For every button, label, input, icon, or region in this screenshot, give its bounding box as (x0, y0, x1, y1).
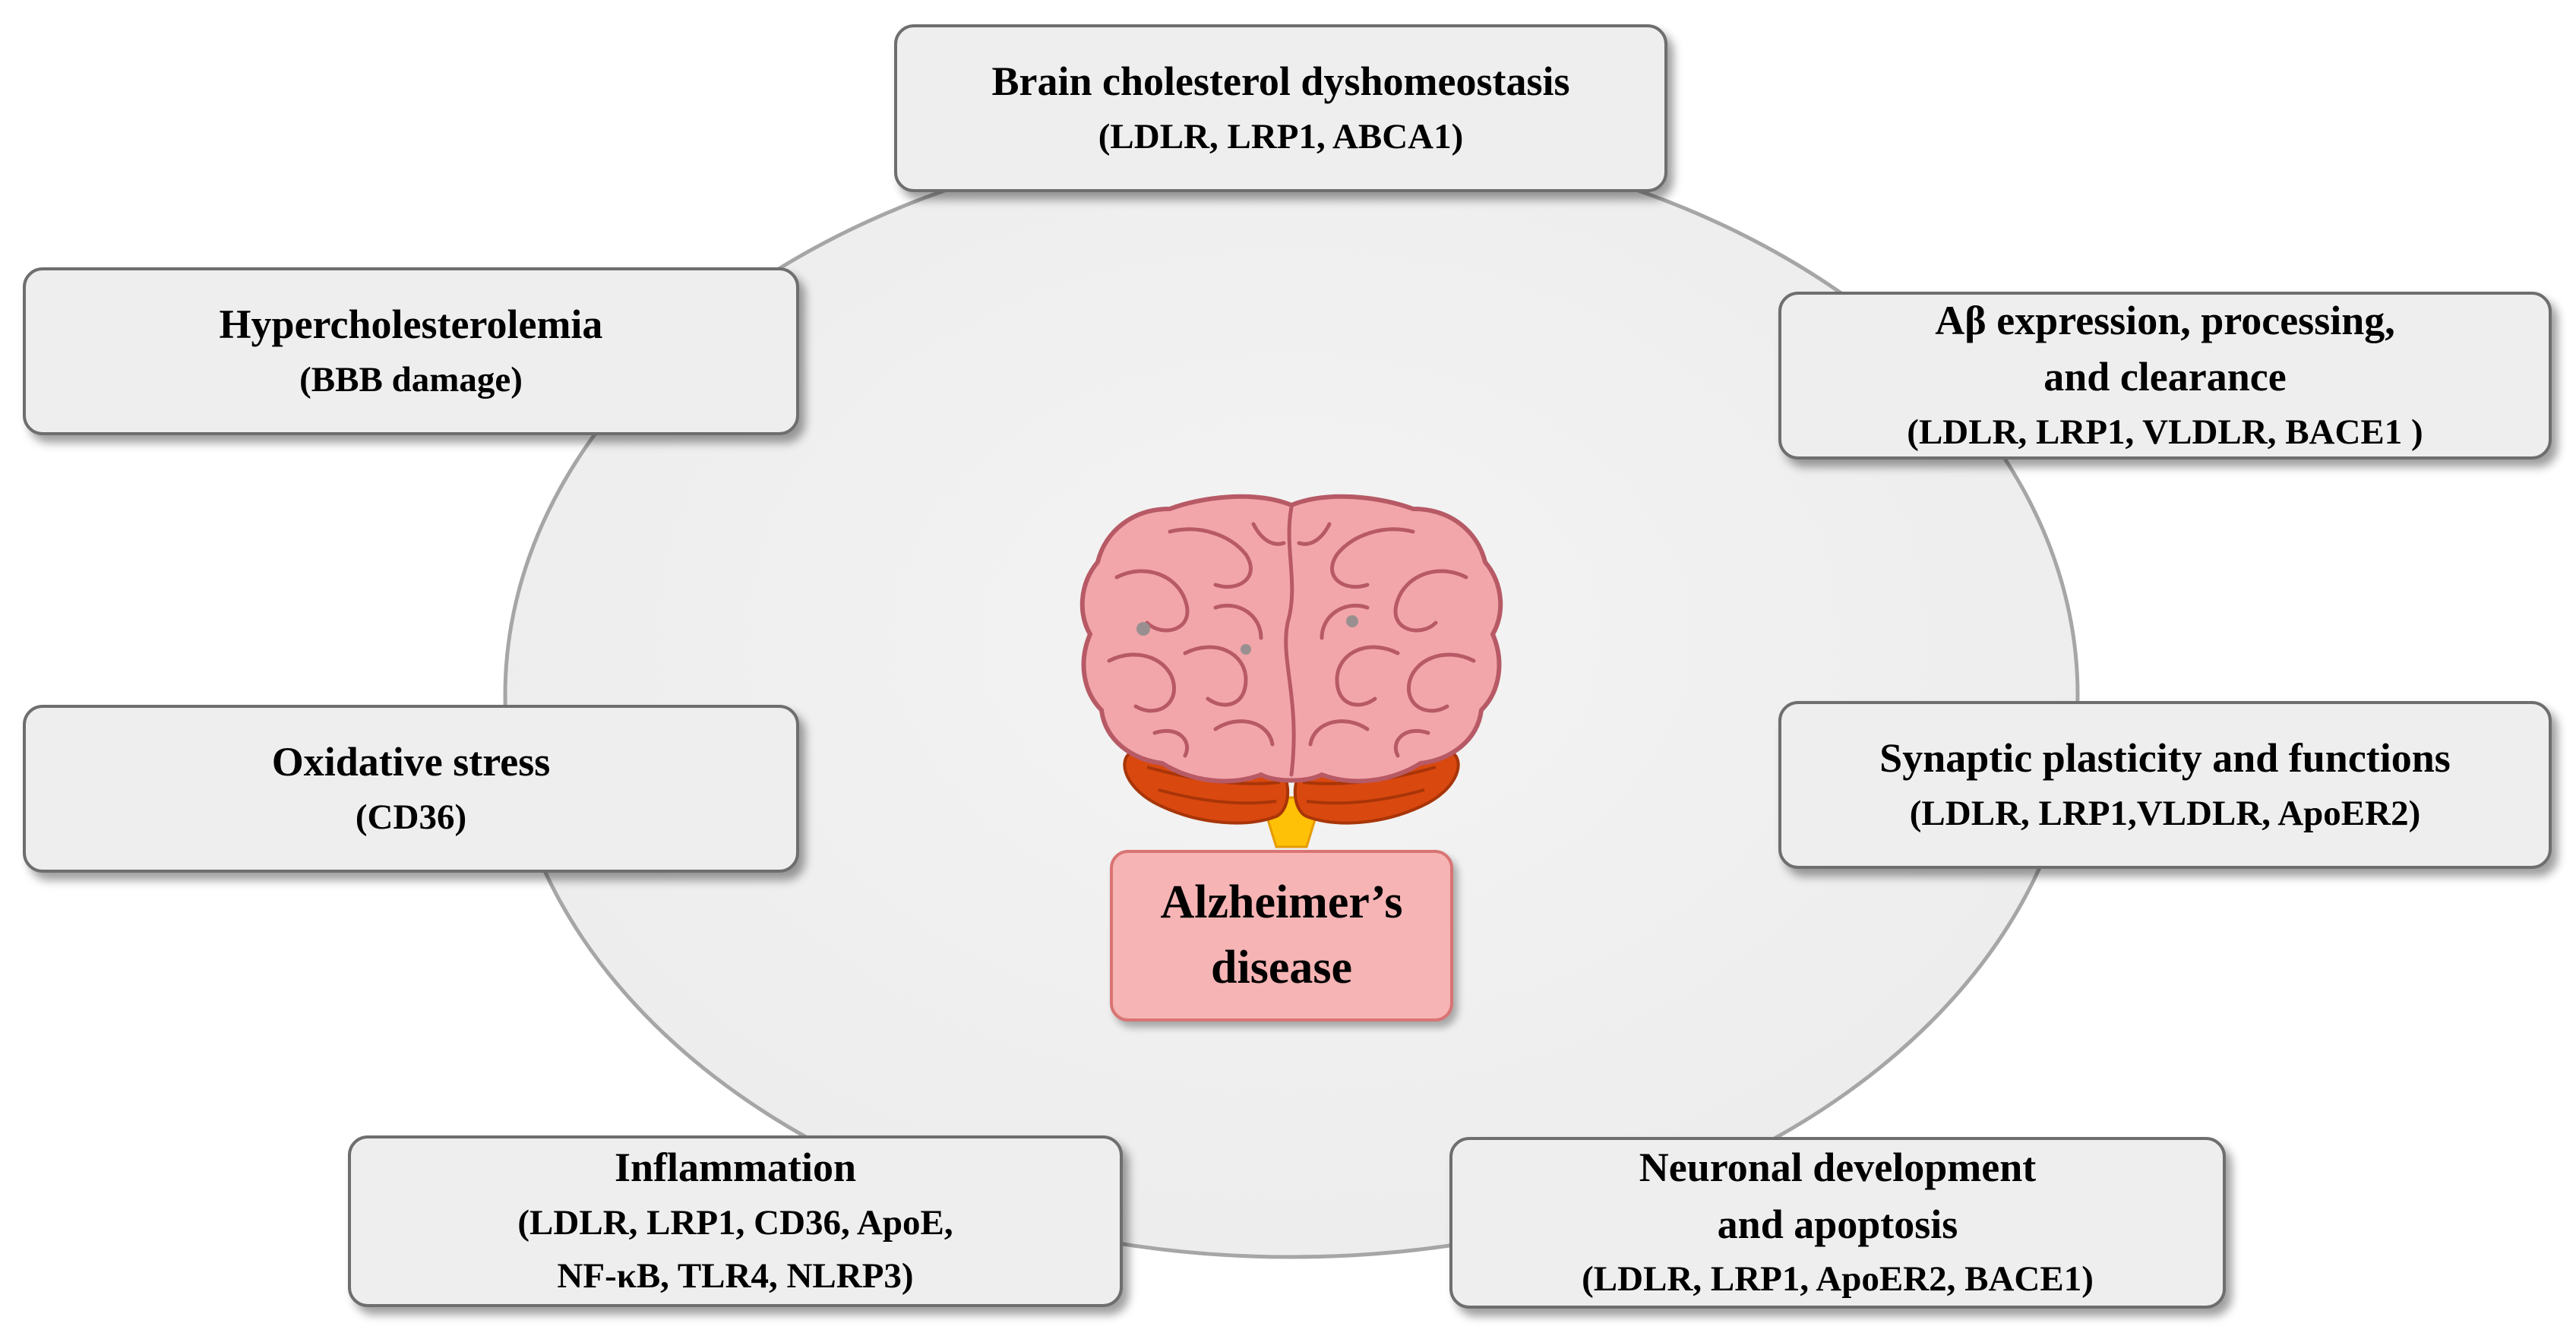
box-brain-cholesterol: Brain cholesterol dyshomeostasis (LDLR, … (894, 24, 1667, 192)
box-synaptic-plasticity-sub: (LDLR, LRP1,VLDLR, ApoER2) (1909, 793, 2421, 833)
box-abeta-title-line2: and clearance (2043, 354, 2287, 400)
box-brain-cholesterol-title: Brain cholesterol dyshomeostasis (991, 58, 1570, 104)
box-hypercholesterolemia-sub: (BBB damage) (299, 359, 523, 399)
box-abeta-title-line1: Aβ expression, processing, (1935, 297, 2395, 343)
box-synaptic-plasticity: Synaptic plasticity and functions (LDLR,… (1778, 701, 2552, 869)
box-hypercholesterolemia-title: Hypercholesterolemia (219, 301, 603, 347)
box-neuronal-title-line1: Neuronal development (1639, 1145, 2037, 1191)
box-inflammation-title: Inflammation (614, 1145, 856, 1191)
box-synaptic-plasticity-title: Synaptic plasticity and functions (1879, 734, 2451, 781)
box-brain-cholesterol-sub: (LDLR, LRP1, ABCA1) (1098, 116, 1464, 156)
cerebrum-shape (1079, 494, 1503, 784)
brain-icon (1079, 494, 1503, 848)
box-abeta-sub: (LDLR, LRP1, VLDLR, BACE1 ) (1907, 412, 2423, 452)
box-oxidative-stress: Oxidative stress (CD36) (23, 705, 799, 873)
box-inflammation-sub-line1: (LDLR, LRP1, CD36, ApoE, (517, 1202, 953, 1243)
alzheimers-label-line2: disease (1211, 942, 1352, 993)
box-neuronal-sub: (LDLR, LRP1, ApoER2, BACE1) (1582, 1259, 2094, 1300)
box-oxidative-stress-sub: (CD36) (355, 797, 467, 837)
brain-shading (1136, 615, 1358, 655)
box-inflammation-sub-line2: NF-κB, TLR4, NLRP3) (557, 1256, 914, 1296)
box-abeta: Aβ expression, processing, and clearance… (1778, 292, 2552, 459)
alzheimers-label-line1: Alzheimer’s (1160, 876, 1403, 929)
box-inflammation: Inflammation (LDLR, LRP1, CD36, ApoE, NF… (348, 1135, 1123, 1307)
box-oxidative-stress-title: Oxidative stress (271, 738, 551, 785)
box-neuronal-title-line2: and apoptosis (1717, 1201, 1958, 1247)
box-neuronal-development: Neuronal development and apoptosis (LDLR… (1449, 1137, 2226, 1309)
brain-gyri (1107, 505, 1476, 777)
box-hypercholesterolemia: Hypercholesterolemia (BBB damage) (23, 267, 799, 435)
alzheimers-disease-label-box: Alzheimer’s disease (1110, 850, 1453, 1022)
